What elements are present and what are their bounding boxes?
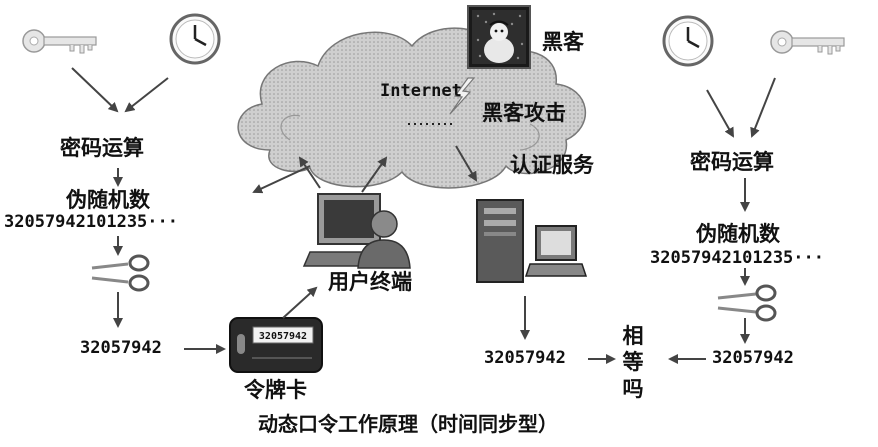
left-result-number: 32057942	[80, 338, 162, 358]
left-pseudo-random-label: 伪随机数	[66, 188, 150, 212]
server-result-number: 32057942	[484, 348, 566, 368]
user-terminal-label: 用户终端	[328, 270, 412, 294]
key-icon	[22, 29, 97, 54]
clock-icon	[169, 13, 221, 65]
right-crypto-op-label: 密码运算	[690, 150, 774, 174]
scissors-icon	[91, 254, 150, 292]
hacker-icon	[467, 5, 531, 69]
token-display: 32057942	[259, 331, 307, 342]
equal-question-char: 等	[622, 350, 644, 375]
hacker-label: 黑客	[542, 30, 584, 54]
hacker-attack-label: 黑客攻击	[482, 101, 566, 125]
left-pseudo-random-digits: 32057942101235···	[4, 212, 178, 232]
key-icon	[770, 30, 845, 55]
right-pseudo-random-digits: 32057942101235···	[650, 248, 824, 268]
right-result-number: 32057942	[712, 348, 794, 368]
token-card-icon	[229, 317, 323, 373]
left-crypto-op-label: 密码运算	[60, 136, 144, 160]
lightning-icon	[449, 77, 476, 115]
server-icon	[476, 199, 588, 283]
equal-question-char: 相	[622, 324, 644, 348]
equal-question-label: 相 等 吗	[622, 323, 644, 402]
scissors-icon	[717, 284, 777, 322]
auth-server-label: 认证服务	[510, 153, 594, 177]
diagram-caption: 动态口令工作原理（时间同步型）	[258, 412, 558, 436]
clock-icon	[662, 15, 714, 67]
equal-question-char: 吗	[622, 376, 644, 401]
right-pseudo-random-label: 伪随机数	[696, 222, 780, 246]
cloud-label: Internet	[380, 81, 462, 101]
user-icon	[357, 210, 411, 269]
token-card-label: 令牌卡	[244, 378, 307, 402]
